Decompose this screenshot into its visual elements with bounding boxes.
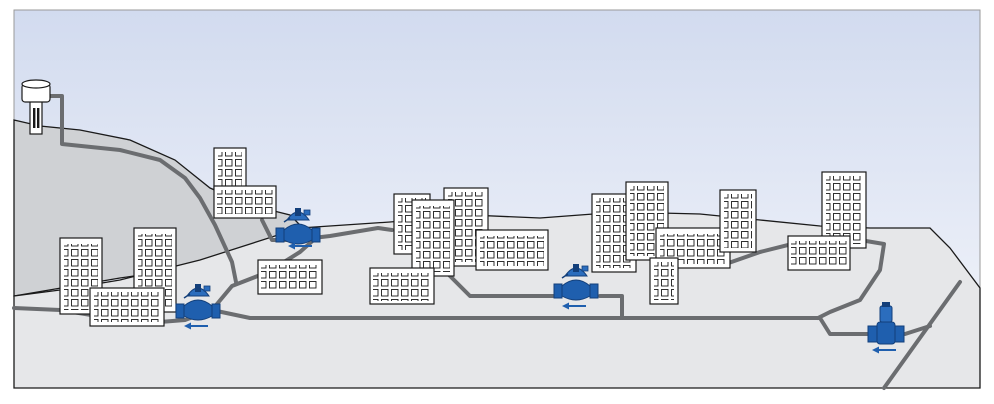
- building-icon: [89, 287, 165, 327]
- building-icon: [821, 171, 867, 249]
- building-icon: [719, 189, 757, 253]
- building-icon: [213, 185, 277, 219]
- water-tower-icon: [21, 79, 51, 135]
- building-icon: [411, 199, 455, 277]
- building-group-left: [59, 227, 323, 327]
- building-icon: [787, 235, 851, 271]
- building-group-left-hill: [213, 147, 277, 219]
- building-icon: [213, 147, 247, 191]
- building-group-center: [369, 187, 549, 305]
- building-icon: [649, 257, 679, 305]
- ground: [13, 211, 981, 389]
- pump-icon: [867, 302, 905, 345]
- building-icon: [257, 259, 323, 295]
- building-icon: [369, 267, 435, 305]
- building-icon: [475, 229, 549, 271]
- building-group-right-center: [591, 181, 757, 305]
- building-group-right: [787, 171, 867, 271]
